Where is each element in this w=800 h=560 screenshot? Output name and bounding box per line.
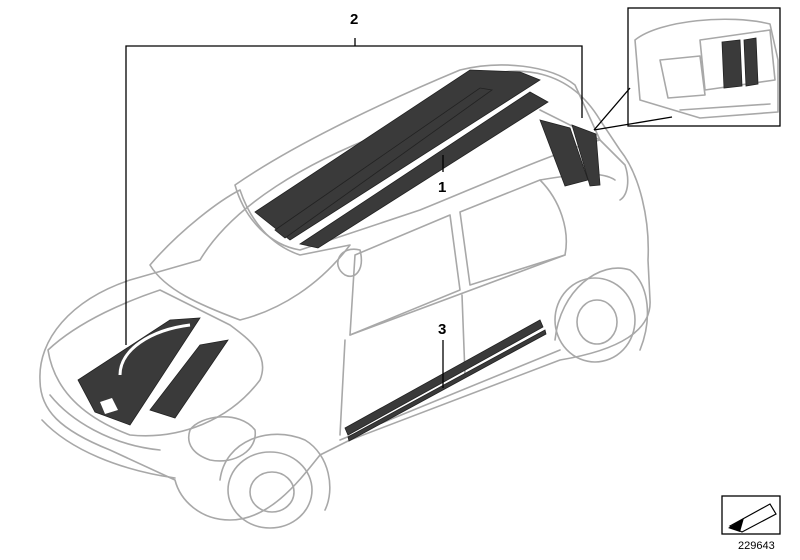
callout-1-label: 1: [438, 179, 446, 196]
leader-inset: [593, 87, 631, 131]
roof-stripe-decal: [254, 69, 601, 249]
callout-leaders: [125, 38, 673, 388]
orientation-arrow-icon: [721, 495, 781, 535]
rear-detail-inset: [627, 7, 781, 127]
leader-2: [125, 45, 583, 345]
callout-2-label: 2: [350, 11, 358, 28]
hood-stripe-decal: [77, 317, 229, 426]
side-stripe-decal: [344, 319, 547, 442]
callout-3-label: 3: [438, 321, 446, 338]
reference-number: 229643: [738, 540, 775, 552]
